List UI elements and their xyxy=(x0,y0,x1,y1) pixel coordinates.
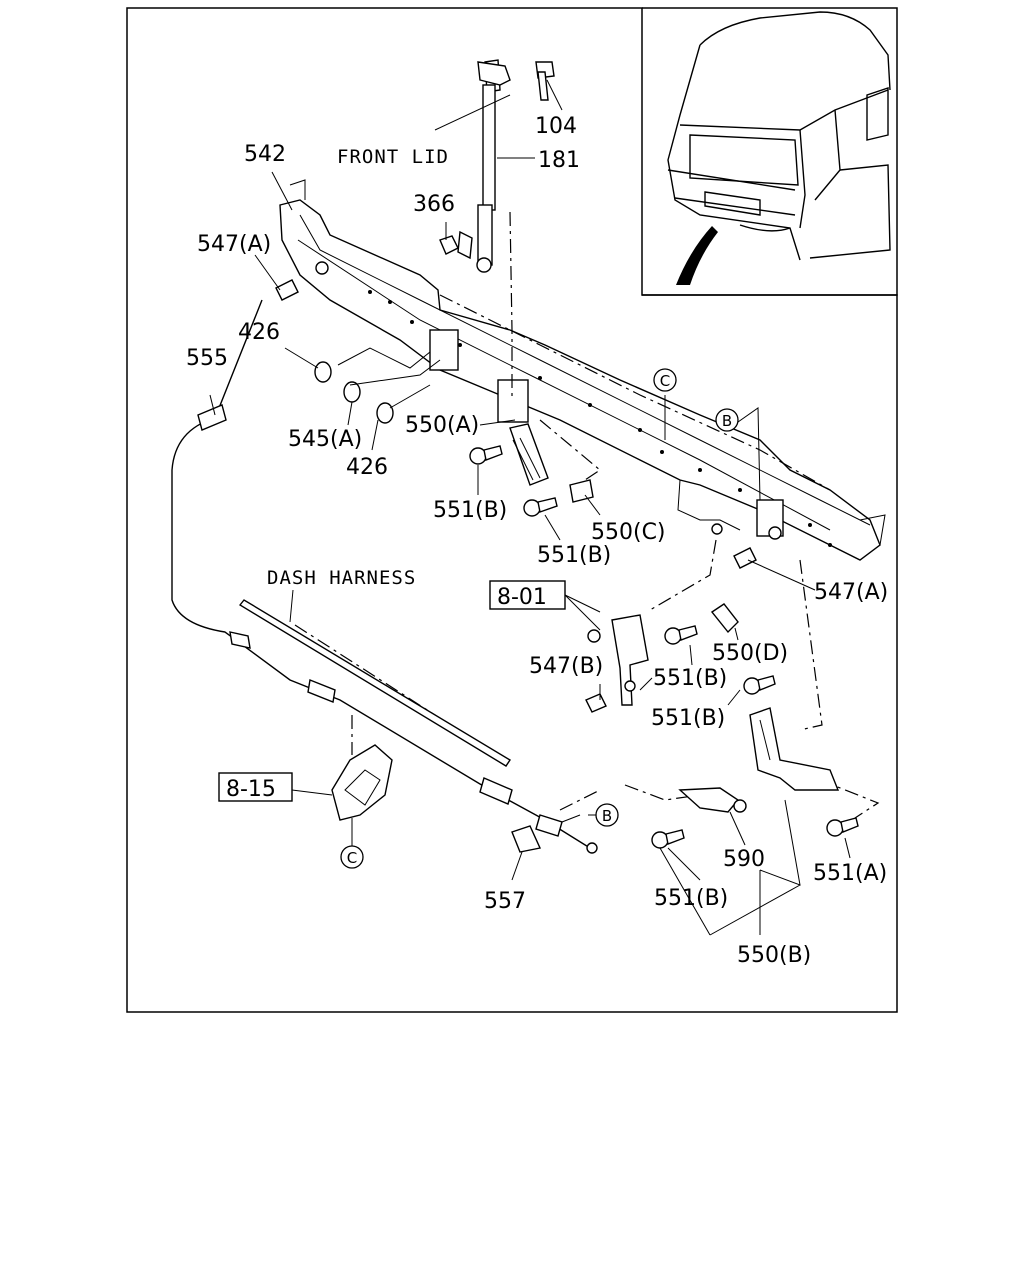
part-551b-bolt-4 xyxy=(743,675,776,695)
label-dash-harness: DASH HARNESS xyxy=(267,567,416,589)
part-550b-bracket xyxy=(749,707,840,791)
label-366: 366 xyxy=(413,192,455,217)
label-551b-2: 551(B) xyxy=(537,543,611,568)
part-104-bolt xyxy=(535,61,555,101)
label-ref-8-15: 8-15 xyxy=(226,777,276,802)
callout-b-bottom-text: B xyxy=(602,807,612,825)
label-551b-3: 551(B) xyxy=(653,666,727,691)
label-181: 181 xyxy=(538,148,580,173)
label-545a: 545(A) xyxy=(288,427,362,452)
label-590: 590 xyxy=(723,847,765,872)
label-551a: 551(A) xyxy=(813,861,887,886)
callout-c-bottom-text: C xyxy=(347,849,357,867)
dash-harness xyxy=(238,599,511,767)
callout-b-top-text: B xyxy=(722,412,732,430)
label-542: 542 xyxy=(244,142,286,167)
routing-lines xyxy=(294,211,880,819)
label-547a-right: 547(A) xyxy=(814,580,888,605)
label-547a-top: 547(A) xyxy=(197,232,271,257)
label-551b-5: 551(B) xyxy=(654,886,728,911)
part-557-clip xyxy=(511,825,542,853)
label-426-top: 426 xyxy=(238,320,280,345)
label-555: 555 xyxy=(186,346,228,371)
inset-frame xyxy=(642,7,898,296)
label-front-lid: FRONT LID xyxy=(337,146,449,168)
part-366-nut xyxy=(439,230,473,260)
label-547b: 547(B) xyxy=(529,654,603,679)
bracket-8-01 xyxy=(587,614,649,706)
ref-box-8-15 xyxy=(218,772,293,802)
part-181-gas-strut xyxy=(476,59,511,273)
cab-illustration xyxy=(667,11,891,285)
label-550a: 550(A) xyxy=(405,413,479,438)
label-550b: 550(B) xyxy=(737,943,811,968)
front-panel-bar xyxy=(279,179,886,561)
part-555-cable xyxy=(171,299,598,854)
part-551b-bolt-5 xyxy=(651,829,685,849)
label-551b-4: 551(B) xyxy=(651,706,725,731)
callout-c-top xyxy=(653,368,677,392)
callout-b-top xyxy=(715,408,739,432)
label-557: 557 xyxy=(484,889,526,914)
part-550a-clamp xyxy=(509,423,549,486)
part-426-grommet-bottom xyxy=(376,402,394,424)
part-550c-clip xyxy=(569,479,594,503)
label-104: 104 xyxy=(535,114,577,139)
label-426-bottom: 426 xyxy=(346,455,388,480)
part-547b-bushing xyxy=(585,693,607,713)
grommet-8-15 xyxy=(331,744,393,821)
part-551a-bolt xyxy=(826,817,859,837)
part-551b-bolt-1 xyxy=(469,445,503,465)
part-547a-bushing-top xyxy=(275,279,299,301)
part-550d-clamp xyxy=(710,603,739,634)
label-ref-8-01: 8-01 xyxy=(497,585,547,610)
part-551b-bolt-3 xyxy=(664,625,698,645)
callout-c-top-text: C xyxy=(660,372,670,390)
label-551b-1: 551(B) xyxy=(433,498,507,523)
part-551b-bolt-2 xyxy=(523,497,558,517)
callout-c-bottom xyxy=(340,845,364,869)
leader-lines xyxy=(209,79,851,936)
label-550c: 550(C) xyxy=(591,520,666,545)
part-547a-bushing-right xyxy=(733,547,757,569)
part-590-clip xyxy=(678,787,747,813)
part-426-grommet-top xyxy=(314,361,332,383)
label-550d: 550(D) xyxy=(712,641,788,666)
callout-b-bottom xyxy=(595,803,619,827)
ref-box-8-01 xyxy=(489,580,566,610)
